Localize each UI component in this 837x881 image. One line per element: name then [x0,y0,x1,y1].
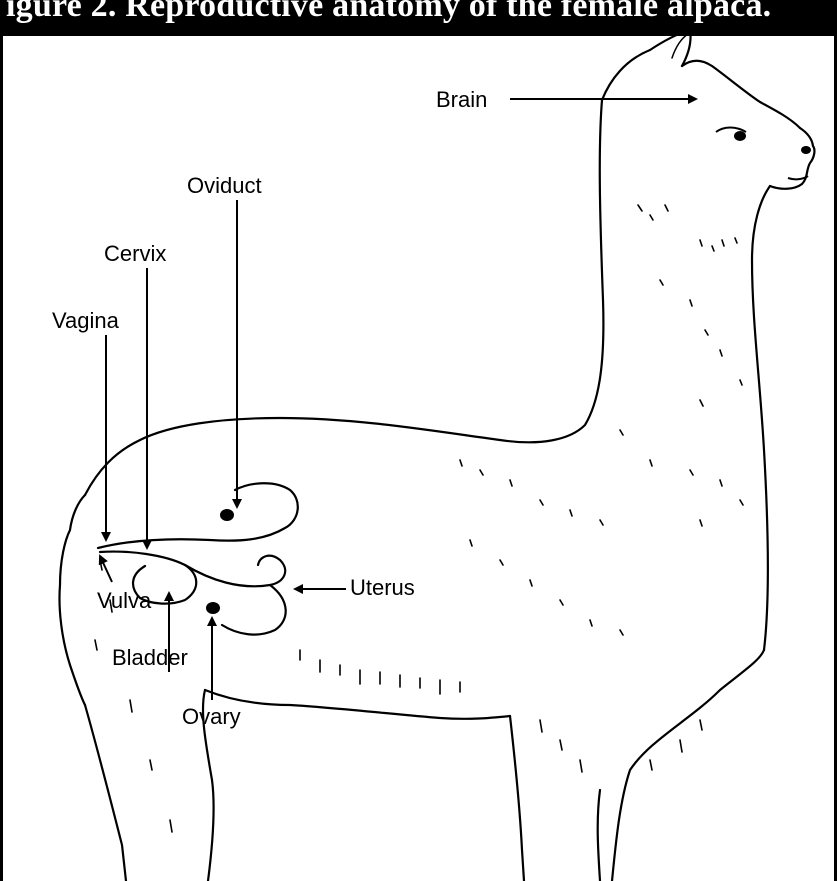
label-ovary: Ovary [182,706,241,728]
alpaca-outline [59,30,814,881]
label-uterus: Uterus [350,577,415,599]
alpaca-face [716,128,811,180]
label-brain: Brain [436,89,487,111]
fleece-texture [95,205,743,832]
label-vagina: Vagina [52,310,119,332]
ovaries [206,509,234,614]
label-vulva: Vulva [97,590,151,612]
label-bladder: Bladder [112,647,188,669]
label-cervix: Cervix [104,243,166,265]
label-oviduct: Oviduct [187,175,262,197]
